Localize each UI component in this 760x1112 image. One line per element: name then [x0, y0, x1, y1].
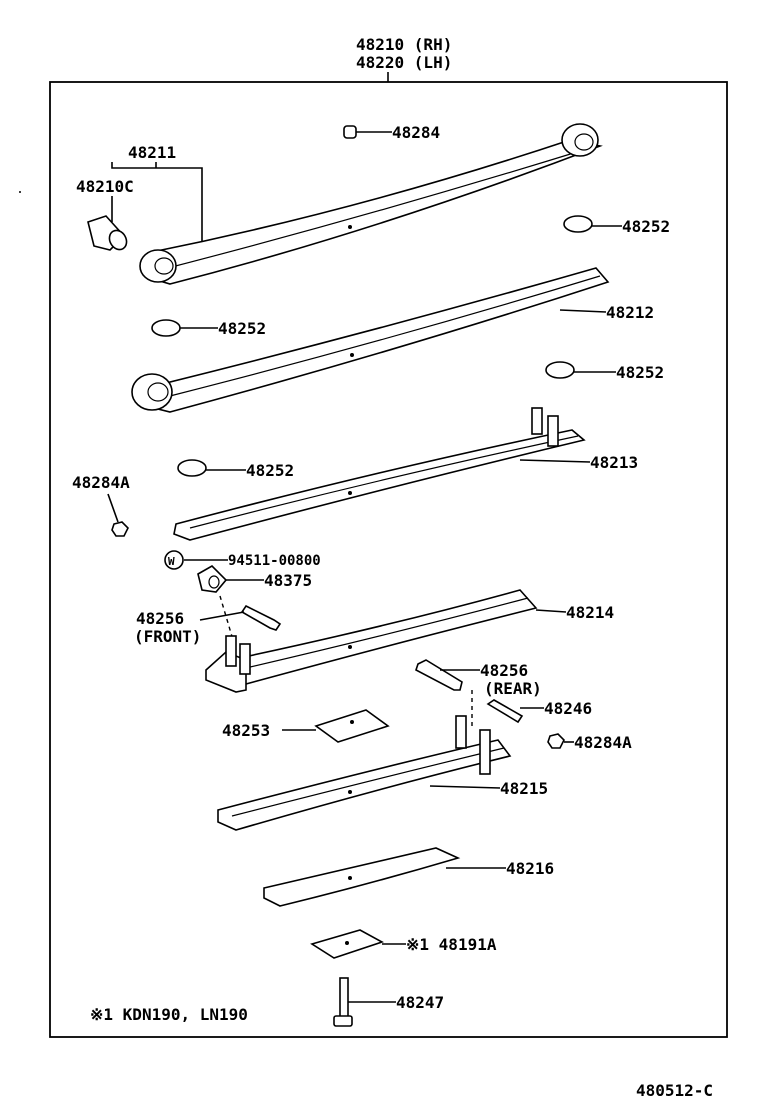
- pad-48252-c: [545, 361, 616, 379]
- label-48211: 48211: [128, 143, 176, 162]
- leader-48211: [111, 162, 203, 250]
- label-48213: 48213: [590, 453, 638, 472]
- label-48210c: 48210C: [76, 177, 134, 196]
- plate-48191a: [310, 929, 406, 959]
- label-48252-a: 48252: [622, 217, 670, 236]
- pad-48252-a: [563, 215, 622, 233]
- bolt-48256-front: [199, 595, 282, 651]
- diagram-frame: [49, 81, 728, 1038]
- washer-symbol: W: [168, 555, 175, 568]
- pin-48246: [471, 690, 544, 730]
- label-48191a: ※1 48191A: [406, 935, 497, 954]
- label-48284: 48284: [392, 123, 440, 142]
- nut-48284a-left: [111, 521, 129, 537]
- pad-48252-d: [177, 459, 246, 477]
- bolt-48247: [333, 977, 396, 1027]
- diagram-code: 480512-C: [636, 1081, 713, 1100]
- plate-48253: [282, 709, 390, 743]
- label-48252-b: 48252: [218, 319, 266, 338]
- label-48253: 48253: [222, 721, 270, 740]
- label-48284a-left: 48284A: [72, 473, 130, 492]
- label-48214: 48214: [566, 603, 614, 622]
- label-48256-rear: 48256: [480, 661, 528, 680]
- washer-94511-00800: [164, 550, 228, 570]
- label-48215: 48215: [500, 779, 548, 798]
- label-48375: 48375: [264, 571, 312, 590]
- label-48256-front: 48256: [136, 609, 184, 628]
- label-48212: 48212: [606, 303, 654, 322]
- nut-48284: [343, 125, 392, 139]
- footnote: ※1 KDN190, LN190: [90, 1005, 248, 1024]
- label-rear-note: (REAR): [484, 679, 542, 698]
- bushing-48375: [197, 565, 264, 593]
- label-94511-00800: 94511-00800: [228, 553, 321, 569]
- label-48252-c: 48252: [616, 363, 664, 382]
- bushing-48210c: [87, 215, 128, 251]
- nut-48284a-right: [547, 733, 574, 749]
- label-48252-d: 48252: [246, 461, 294, 480]
- main-leaf-48211: [139, 123, 603, 285]
- pad-48252-b: [151, 319, 218, 337]
- bolt-48256-rear: [415, 659, 480, 691]
- label-48216: 48216: [506, 859, 554, 878]
- stray-mark: [19, 191, 21, 193]
- leaf-48212: [131, 267, 610, 413]
- label-front-note: (FRONT): [134, 627, 201, 646]
- leaf-48213: [173, 407, 591, 541]
- assembly-rh-label: 48210 (RH): [356, 35, 452, 54]
- assembly-lh-label: 48220 (LH): [356, 53, 452, 72]
- leaf-48216: [263, 847, 506, 907]
- label-48246: 48246: [544, 699, 592, 718]
- label-48247: 48247: [396, 993, 444, 1012]
- label-48284a-right: 48284A: [574, 733, 632, 752]
- leaf-48214: [205, 589, 567, 693]
- leaf-48215: [217, 715, 512, 831]
